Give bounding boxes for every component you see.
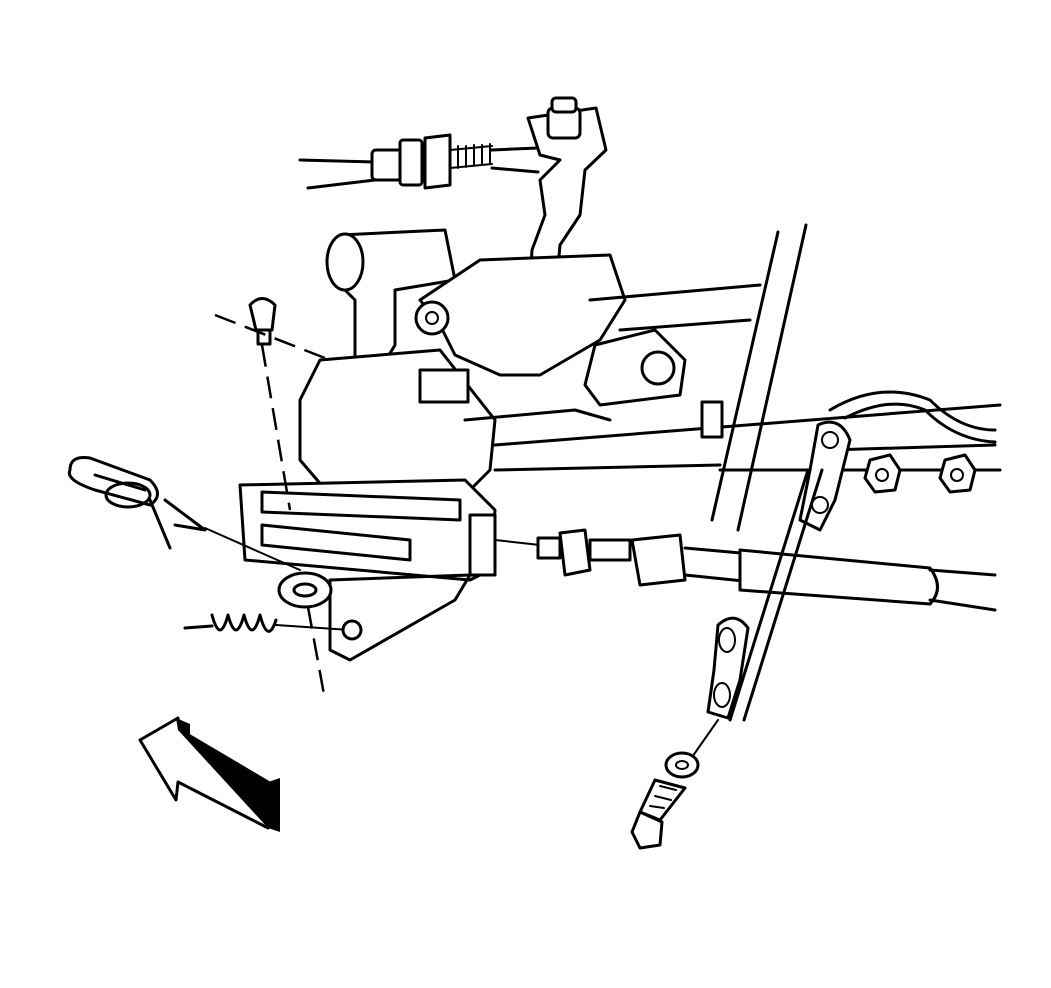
frame-rails (493, 223, 1002, 532)
washer (277, 571, 333, 701)
cable-lever (238, 478, 497, 662)
retaining-clip (67, 456, 301, 571)
return-spring (183, 613, 363, 641)
front-direction-arrow (138, 716, 280, 832)
frame-nuts (828, 390, 997, 494)
adjuster-link (630, 420, 852, 850)
upper-brake-cable (298, 133, 540, 190)
clevis-pin (214, 297, 331, 511)
rear-brake-cable (494, 528, 997, 612)
equalizer-housing (298, 228, 687, 497)
